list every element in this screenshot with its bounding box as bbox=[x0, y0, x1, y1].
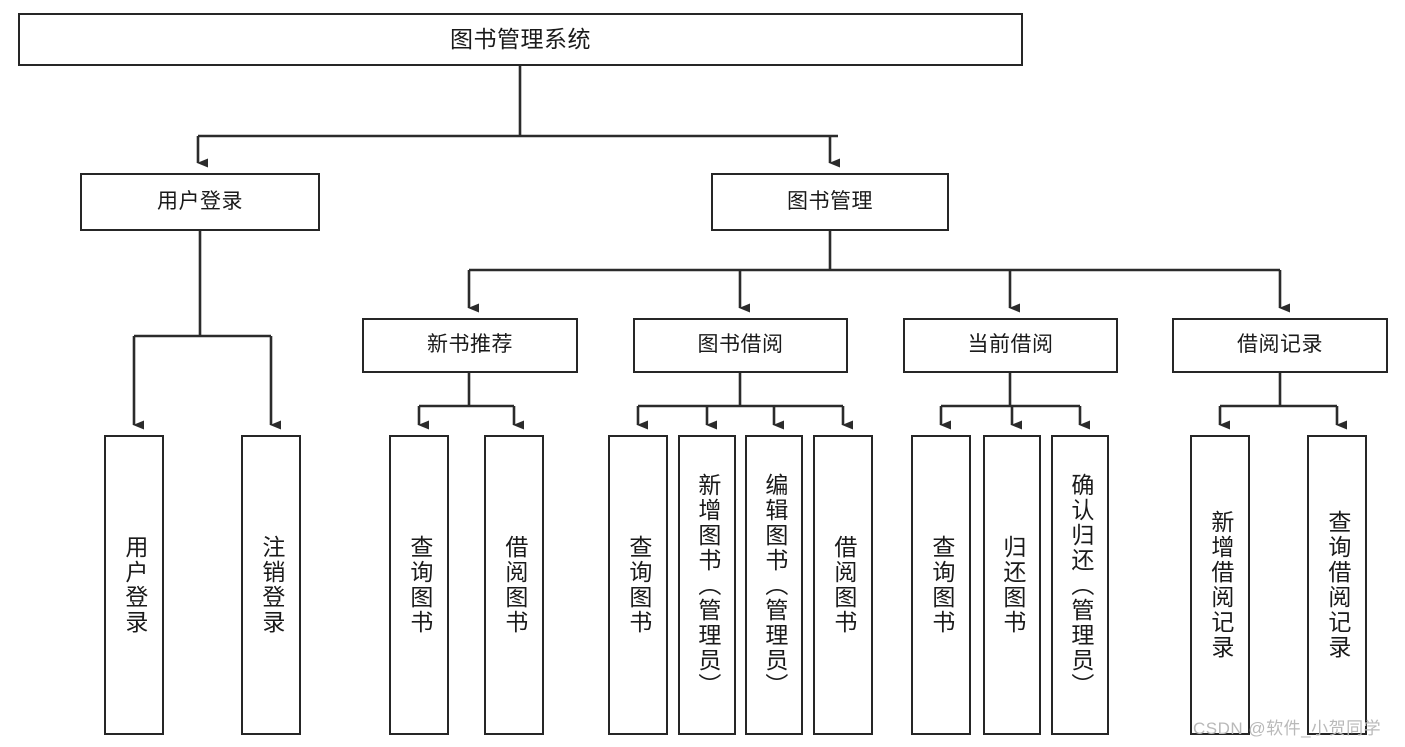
node-leaf-label: 新增借阅记录 bbox=[1207, 510, 1234, 660]
node-leaf-label: 查询图书 bbox=[625, 535, 652, 635]
node-leaf-logout[interactable]: 注销登录 bbox=[241, 435, 301, 735]
node-leaf-label: 借阅图书 bbox=[830, 535, 857, 635]
node-leaf-borrow-book-1[interactable]: 借阅图书 bbox=[484, 435, 544, 735]
node-book-manage-label: 图书管理 bbox=[787, 189, 873, 213]
node-book-manage[interactable]: 图书管理 bbox=[711, 173, 949, 231]
node-leaf-query-record[interactable]: 查询借阅记录 bbox=[1307, 435, 1367, 735]
node-current-borrow-label: 当前借阅 bbox=[967, 333, 1054, 357]
node-leaf-label: 确认归还（管理员） bbox=[1067, 472, 1094, 698]
node-user-login-label: 用户登录 bbox=[157, 189, 243, 213]
node-leaf-add-record[interactable]: 新增借阅记录 bbox=[1190, 435, 1250, 735]
node-new-book-rec-label: 新书推荐 bbox=[427, 333, 513, 357]
node-user-login[interactable]: 用户登录 bbox=[80, 173, 320, 231]
node-leaf-user-login[interactable]: 用户登录 bbox=[104, 435, 164, 735]
node-book-borrow[interactable]: 图书借阅 bbox=[633, 318, 848, 373]
node-current-borrow[interactable]: 当前借阅 bbox=[903, 318, 1118, 373]
node-leaf-borrow-book-2[interactable]: 借阅图书 bbox=[813, 435, 873, 735]
node-root-label: 图书管理系统 bbox=[450, 25, 591, 52]
node-new-book-rec[interactable]: 新书推荐 bbox=[362, 318, 578, 373]
node-borrow-record-label: 借阅记录 bbox=[1237, 333, 1323, 357]
node-leaf-query-book-1[interactable]: 查询图书 bbox=[389, 435, 449, 735]
node-leaf-return-book[interactable]: 归还图书 bbox=[983, 435, 1041, 735]
node-leaf-label: 用户登录 bbox=[121, 535, 148, 635]
node-book-borrow-label: 图书借阅 bbox=[697, 333, 784, 357]
node-leaf-add-book[interactable]: 新增图书（管理员） bbox=[678, 435, 736, 735]
node-leaf-confirm-return[interactable]: 确认归还（管理员） bbox=[1051, 435, 1109, 735]
node-leaf-label: 编辑图书（管理员） bbox=[761, 472, 788, 698]
node-leaf-label: 查询图书 bbox=[406, 535, 433, 635]
csdn-watermark: CSDN @软件_小贺同学 bbox=[1193, 719, 1382, 738]
node-leaf-edit-book[interactable]: 编辑图书（管理员） bbox=[745, 435, 803, 735]
node-root[interactable]: 图书管理系统 bbox=[18, 13, 1023, 66]
node-leaf-label: 借阅图书 bbox=[501, 535, 528, 635]
node-leaf-label: 注销登录 bbox=[258, 535, 285, 635]
node-borrow-record[interactable]: 借阅记录 bbox=[1172, 318, 1388, 373]
node-leaf-label: 归还图书 bbox=[999, 535, 1026, 635]
node-leaf-query-book-3[interactable]: 查询图书 bbox=[911, 435, 971, 735]
node-leaf-query-book-2[interactable]: 查询图书 bbox=[608, 435, 668, 735]
node-leaf-label: 查询图书 bbox=[928, 535, 955, 635]
node-leaf-label: 查询借阅记录 bbox=[1324, 510, 1351, 660]
node-leaf-label: 新增图书（管理员） bbox=[694, 472, 721, 698]
